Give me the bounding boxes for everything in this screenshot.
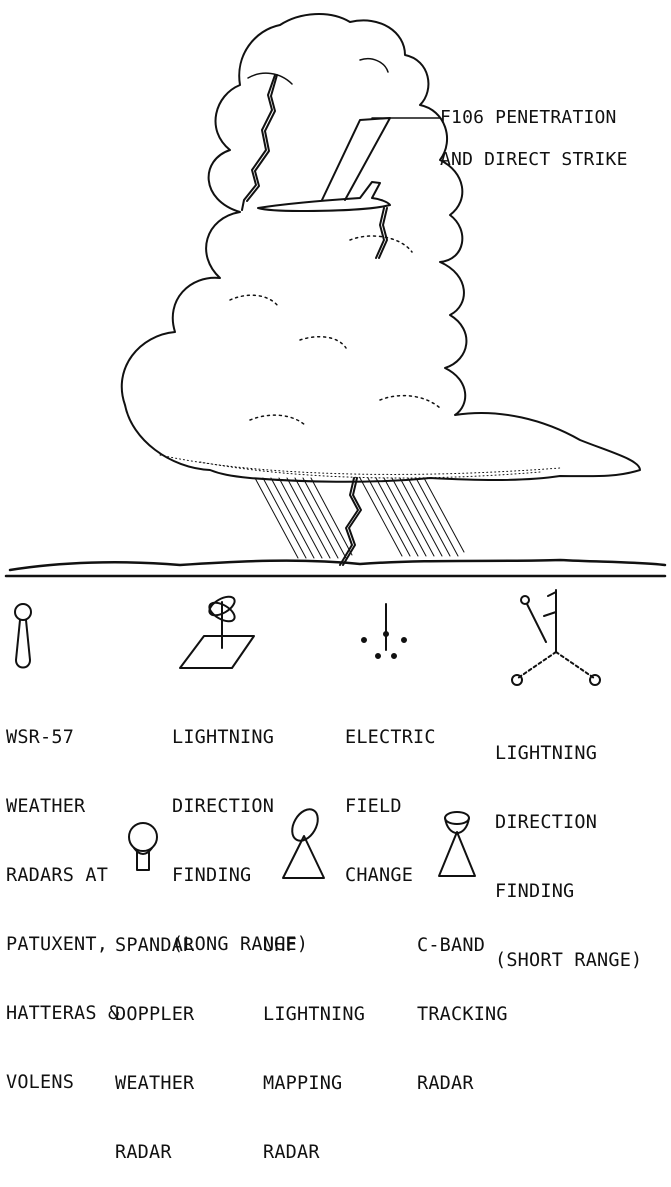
callout-line-2: AND DIRECT STRIKE <box>440 150 628 170</box>
lightning-df-long-range-icon <box>180 593 254 668</box>
wsr57-radar-icon <box>15 604 31 668</box>
spandar-label: SPANDAR DOPPLER WEATHER RADAR <box>115 888 194 1187</box>
electric-field-change-icon <box>362 604 406 658</box>
electric-field-change-label: ELECTRIC FIELD CHANGE <box>345 680 436 910</box>
uhf-label: UHF LIGHTNING MAPPING RADAR <box>263 888 365 1187</box>
ground-strike <box>343 478 361 565</box>
rain-shaft <box>255 478 464 558</box>
c-band-tracking-radar-icon <box>439 812 475 876</box>
ground-line <box>10 560 665 570</box>
spandar-doppler-radar-icon <box>129 823 157 870</box>
wsr57-label: WSR-57 WEATHER RADARS AT PATUXENT, HATTE… <box>6 680 119 1117</box>
lightning-df-short-range-label: LIGHTNING DIRECTION FINDING (SHORT RANGE… <box>495 696 642 995</box>
c-band-label: C-BAND TRACKING RADAR <box>417 888 508 1118</box>
callout-line-1: F106 PENETRATION <box>440 108 617 128</box>
lightning-df-short-range-icon <box>512 590 600 685</box>
